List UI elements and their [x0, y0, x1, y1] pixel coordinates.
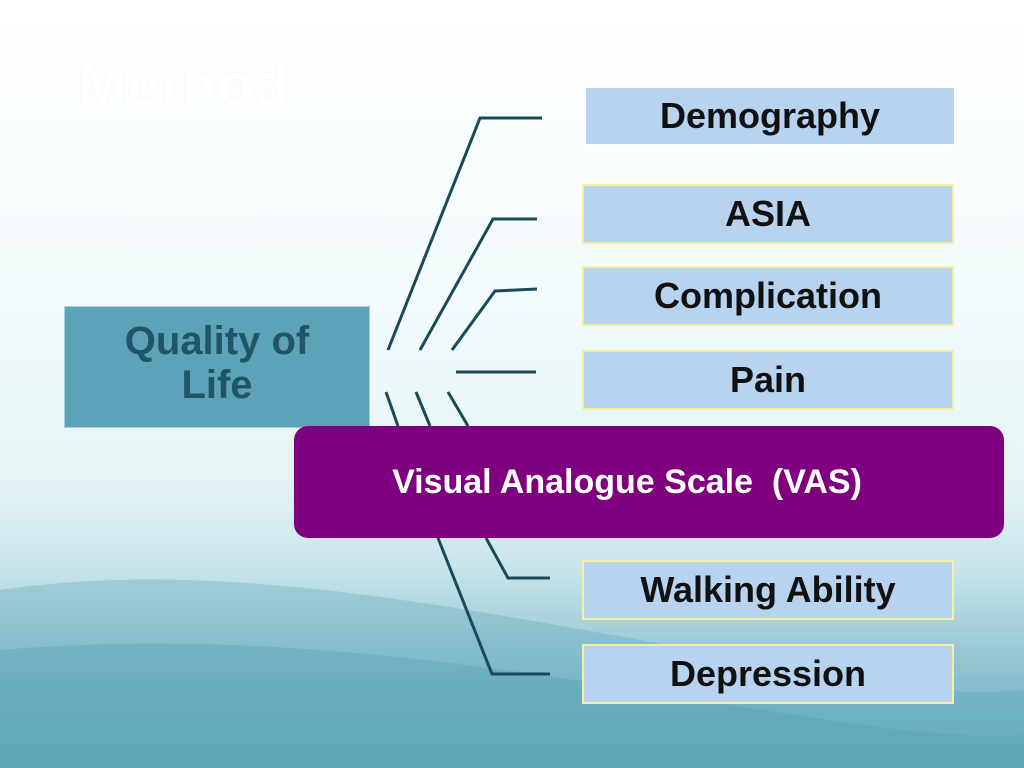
quality-of-life-label: Quality of Life — [124, 319, 310, 407]
connector-asia — [418, 217, 537, 351]
connector-depression — [436, 537, 550, 676]
box-complication-label: Complication — [653, 275, 882, 316]
connector-vas-3 — [446, 391, 470, 427]
quality-of-life-box: Quality of Life — [64, 306, 370, 428]
box-walking-ability: Walking Ability — [582, 560, 954, 620]
box-depression-label: Depression — [669, 653, 867, 694]
box-pain-label: Pain — [729, 359, 807, 400]
box-asia-label: ASIA — [724, 193, 811, 234]
connector-vas — [384, 391, 400, 427]
box-demography: Demography — [584, 86, 956, 146]
slide-title: Method — [78, 53, 291, 118]
connector-complication — [450, 287, 538, 351]
box-complication: Complication — [582, 266, 954, 326]
connector-vas-2 — [414, 391, 432, 427]
box-demography-label: Demography — [659, 95, 881, 136]
box-asia: ASIA — [582, 184, 954, 244]
box-walking-ability-label: Walking Ability — [640, 569, 896, 610]
connector-walking — [484, 537, 550, 580]
box-pain: Pain — [582, 350, 954, 410]
box-vas-highlight: Visual Analogue Scale (VAS) — [294, 426, 1004, 538]
connector-demography — [386, 116, 542, 351]
box-vas-label: Visual Analogue Scale (VAS) — [392, 462, 862, 501]
box-depression: Depression — [582, 644, 954, 704]
